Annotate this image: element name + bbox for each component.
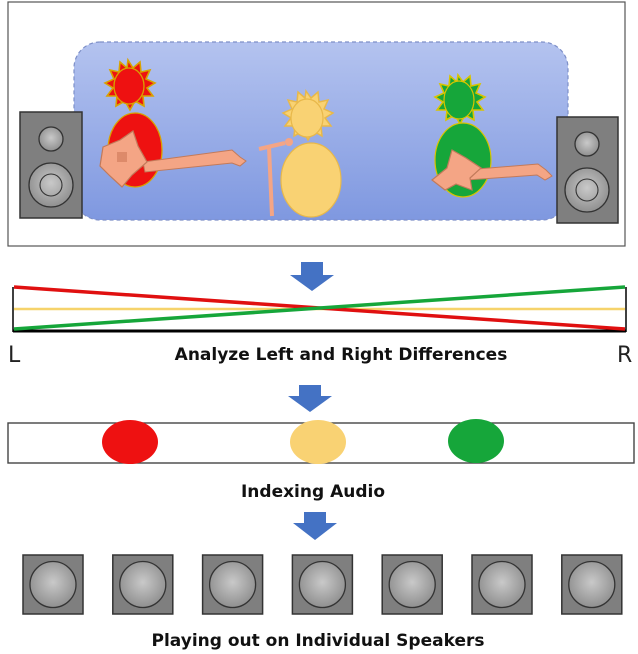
right-stage-speaker-icon xyxy=(556,116,619,224)
speaker-icon xyxy=(22,554,84,615)
speaker-icon xyxy=(381,554,443,615)
speaker-icon xyxy=(201,554,264,615)
speaker-icon xyxy=(291,554,354,615)
red-guitarist-icon xyxy=(99,57,247,188)
left-stage-speaker-icon xyxy=(19,111,83,219)
analyze-label: Analyze Left and Right Differences xyxy=(175,345,508,365)
indexing-label: Indexing Audio xyxy=(241,482,385,502)
speaker-icon xyxy=(471,554,533,615)
down-arrow-icon xyxy=(290,262,334,291)
playing-label: Playing out on Individual Speakers xyxy=(152,631,485,651)
speaker-icon xyxy=(112,554,174,615)
green-source-dot xyxy=(448,419,504,463)
yellow-singer-icon xyxy=(258,89,342,218)
green-channel-line xyxy=(13,285,626,331)
stereo-difference-plot xyxy=(12,285,627,333)
red-source-dot xyxy=(102,420,158,464)
left-channel-label: L xyxy=(8,343,21,368)
down-arrow-icon xyxy=(288,385,332,412)
down-arrow-icon xyxy=(293,512,337,540)
speaker-icon xyxy=(561,554,623,615)
right-channel-label: R xyxy=(617,343,632,368)
yellow-source-dot xyxy=(290,420,346,464)
individual-speakers-row xyxy=(22,554,623,615)
green-guitarist-icon xyxy=(431,72,553,198)
